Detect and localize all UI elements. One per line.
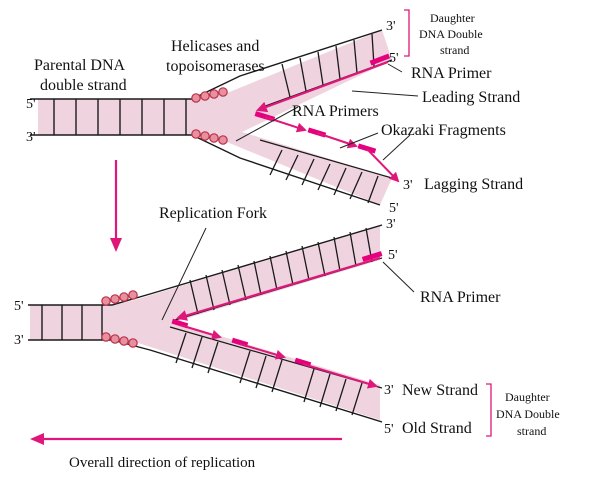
top-okazaki-fragments — [254, 111, 400, 183]
leading-strand-label: Leading Strand — [422, 89, 520, 106]
top-upper-rungs — [281, 33, 375, 98]
daughter-bottom-1: Daughter — [505, 390, 550, 404]
top-lower-5-end: 5' — [389, 201, 399, 216]
bottom-parental-top-line — [28, 224, 383, 306]
top-parental-bottom-line — [30, 134, 381, 206]
daughter-top-3: strand — [440, 43, 469, 57]
bottom-lower-5-end: 5' — [384, 422, 394, 437]
bottom-helicase-cluster-icon — [101, 290, 138, 348]
bottom-upper-3-end: 3' — [386, 217, 396, 232]
bottom-lower-3-end: 3' — [384, 383, 394, 398]
top-lower-inner-line — [259, 139, 393, 179]
replication-fork-label: Replication Fork — [159, 205, 267, 222]
bottom-okazaki-fragments — [171, 318, 378, 389]
top-parental-5-end: 5' — [26, 97, 36, 112]
old-strand-label: Old Strand — [402, 420, 472, 437]
daughter-bottom-3: strand — [517, 424, 546, 438]
bottom-lower-rungs — [175, 332, 363, 416]
bottom-parental-3-end: 3' — [14, 333, 24, 348]
okazaki-fragments-label: Okazaki Fragments — [381, 122, 506, 139]
daughter-top-2: DNA Double — [419, 27, 483, 41]
top-parental-top-line — [30, 29, 383, 100]
top-rna-primer-leading — [369, 53, 391, 66]
top-upper-3-end: 3' — [386, 19, 396, 34]
lagging-strand-label: Lagging Strand — [424, 176, 523, 193]
top-upper-5-end: 5' — [389, 51, 399, 66]
daughter-top-bracket — [404, 9, 410, 57]
top-lower-3-end: 3' — [403, 178, 413, 193]
top-parental-3-end: 3' — [26, 130, 36, 145]
arrow-left-icon — [30, 433, 342, 445]
bottom-parental-rungs — [41, 305, 103, 340]
top-leader-lines — [235, 63, 419, 161]
bottom-parental-5-end: 5' — [14, 299, 24, 314]
replication-fork-leader — [161, 227, 207, 321]
helicases-label-1: Helicases and — [171, 38, 259, 55]
bottom-rna-primer-leading — [361, 251, 383, 262]
labels: Parental DNA double strand Helicases and… — [14, 11, 560, 471]
arrow-down-icon — [110, 160, 122, 252]
top-fork — [30, 29, 419, 206]
bottom-leading-strand-arrow — [175, 256, 381, 321]
daughter-bottom-2: DNA Double — [496, 407, 560, 421]
bottom-upper-5-end: 5' — [388, 248, 398, 263]
bottom-rna-primer-leader — [382, 261, 415, 293]
top-lower-rungs — [269, 149, 379, 204]
rna-primer-bottom-label: RNA Primer — [420, 289, 501, 306]
daughter-top-1: Daughter — [430, 11, 475, 25]
rna-primers-label: RNA Primers — [292, 103, 379, 120]
top-parental-rungs — [53, 99, 187, 135]
helicase-cluster-icon — [191, 87, 228, 145]
top-leading-strand-arrow — [255, 60, 389, 113]
rna-primer-top-label: RNA Primer — [411, 65, 492, 82]
bottom-fork — [28, 224, 415, 423]
overall-direction-label: Overall direction of replication — [69, 455, 256, 471]
bottom-fork-body — [30, 225, 380, 420]
new-strand-label: New Strand — [402, 382, 478, 399]
daughter-bottom-bracket — [486, 383, 492, 437]
parental-dna-label-2: double strand — [40, 77, 127, 94]
parental-dna-label-1: Parental DNA — [34, 57, 126, 74]
helicases-label-2: topoisomerases — [166, 58, 265, 75]
